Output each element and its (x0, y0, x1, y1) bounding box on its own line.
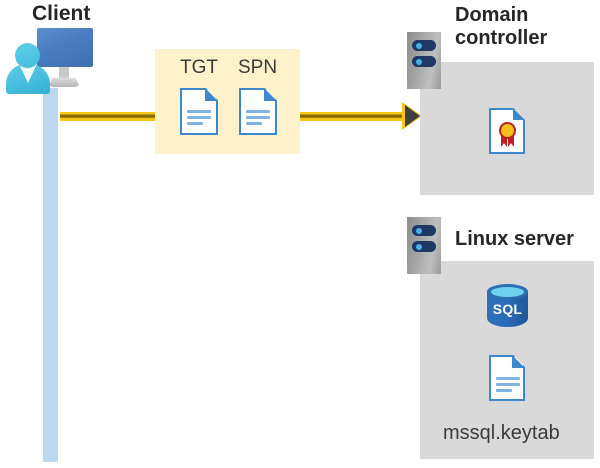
spn-document-icon (239, 88, 277, 135)
linux-server-icon (407, 217, 441, 274)
domain-controller-title: Domain controller (455, 4, 548, 49)
server-slot (412, 241, 436, 252)
document-text-line (187, 116, 211, 119)
connector-arrow-icon (405, 105, 420, 127)
document-text-line (246, 122, 262, 125)
server-led (416, 58, 422, 65)
connector-line-segment-left (60, 112, 182, 121)
person-head (15, 43, 40, 68)
keytab-filename-label: mssql.keytab (443, 422, 560, 444)
document-text-line (496, 383, 520, 386)
monitor-neck (59, 67, 69, 79)
tgt-label: TGT (180, 57, 218, 78)
spn-label: SPN (238, 57, 278, 78)
server-led (416, 227, 422, 234)
sql-label: SQL (492, 301, 523, 317)
document-fold-corner (205, 88, 218, 101)
tgt-document-icon (180, 88, 218, 135)
database-cylinder-top-inner (491, 287, 524, 297)
domain-controller-server-icon (407, 32, 441, 89)
monitor-screen (37, 28, 93, 67)
monitor-base (48, 78, 80, 87)
document-text-line (496, 377, 520, 380)
server-led (416, 243, 422, 250)
document-text-line (246, 110, 270, 113)
seal-disc (499, 122, 516, 139)
keytab-document-icon (489, 355, 525, 401)
server-slot (412, 225, 436, 236)
document-fold-corner (512, 355, 525, 368)
connector-line-segment-right (282, 112, 406, 121)
document-text-line (246, 116, 270, 119)
server-slot (412, 40, 436, 51)
client-title: Client (32, 2, 91, 25)
server-led (416, 42, 422, 49)
sql-database-icon: SQL (487, 283, 528, 333)
document-text-line (187, 122, 203, 125)
seal-ribbon (508, 134, 514, 147)
seal-ribbon (501, 134, 507, 147)
document-text-line (187, 110, 211, 113)
ticket-callout-box (155, 49, 300, 154)
linux-server-title: Linux server (455, 228, 574, 250)
client-lifeline (43, 88, 58, 462)
certificate-document-icon (489, 108, 525, 154)
server-slot (412, 56, 436, 67)
document-text-line (496, 389, 512, 392)
client-user-monitor-icon (6, 28, 98, 94)
